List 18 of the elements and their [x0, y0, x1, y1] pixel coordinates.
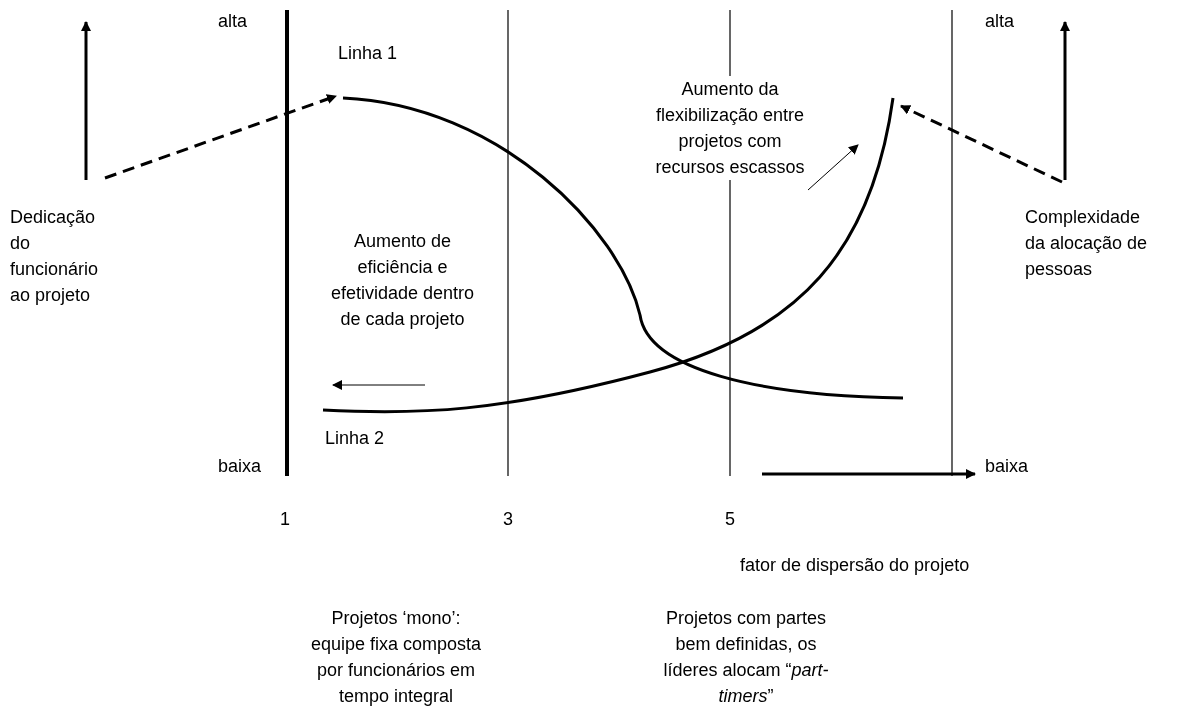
tick-label: 5: [724, 508, 736, 531]
node-label: Complexidade da alocação de pessoas: [1025, 206, 1149, 281]
description-text: Projetos ‘mono’: equipe fixa composta por funcionários em tempo integral: [309, 607, 483, 708]
axis-label: baixa: [985, 455, 1030, 478]
dashed-arrow: [900, 104, 1063, 184]
node-label: Dedicação do funcionário ao projeto: [10, 206, 100, 307]
axis-label: alta: [985, 10, 1016, 33]
axis-label: baixa: [218, 455, 263, 478]
axis-title: fator de dispersão do projeto: [740, 554, 971, 577]
node-label: Linha 1: [338, 42, 399, 65]
dashed-arrow: [104, 94, 337, 180]
annotation-text: Aumento da flexibilização entre projetos com recursos escassos: [655, 76, 805, 180]
description-text: Projetos com partes bem definidas, os líderes alocam “part-timers”: [662, 607, 830, 708]
axis-label: alta: [218, 10, 249, 33]
tick-label: 3: [502, 508, 514, 531]
annotation-text: Aumento de eficiência e efetividade dentro de cada projeto: [329, 230, 476, 331]
curve-label: Linha 2: [325, 427, 385, 450]
tick-label: 1: [279, 508, 291, 531]
